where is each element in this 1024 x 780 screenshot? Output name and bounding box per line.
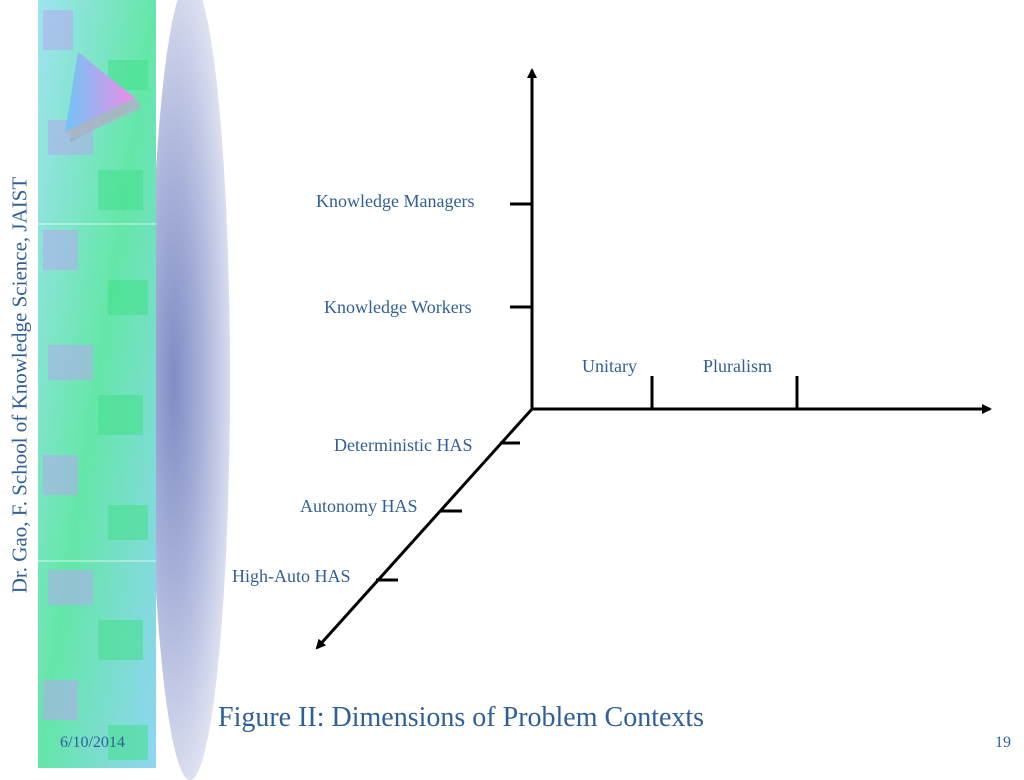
label-high-auto-has: High-Auto HAS — [232, 566, 351, 586]
page-number: 19 — [995, 734, 1011, 751]
label-unitary: Unitary — [582, 356, 637, 376]
diagonal-axis — [315, 407, 534, 650]
footer-date: 6/10/2014 — [60, 734, 125, 751]
label-pluralism: Pluralism — [703, 356, 773, 376]
figure-title: Figure II: Dimensions of Problem Context… — [218, 702, 705, 733]
label-deterministic-has: Deterministic HAS — [334, 435, 473, 455]
label-autonomy-has: Autonomy HAS — [300, 496, 418, 516]
label-knowledge-managers: Knowledge Managers — [316, 191, 475, 211]
triangle-logo-icon — [65, 52, 142, 142]
decorative-oval — [150, 0, 230, 780]
label-knowledge-workers: Knowledge Workers — [324, 297, 472, 317]
